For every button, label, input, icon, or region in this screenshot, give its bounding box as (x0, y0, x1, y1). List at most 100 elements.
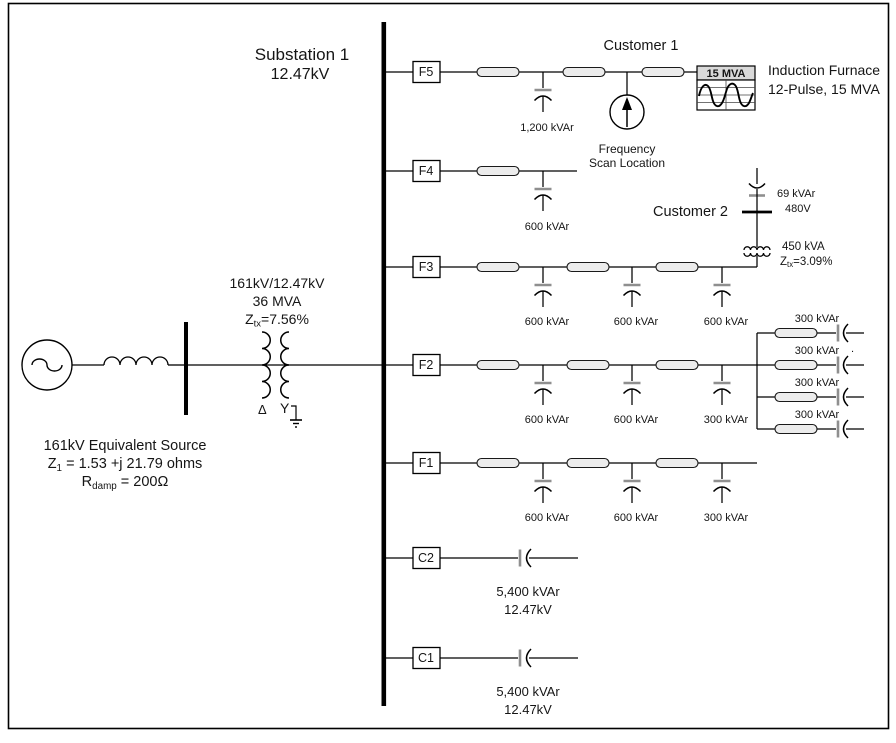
line-impedance-icon (476, 457, 520, 469)
substation-bus-bar (381, 22, 387, 706)
line-impedance-icon (476, 261, 520, 273)
feeder-box-f4 (412, 159, 441, 183)
customer1-name: Customer 1 (603, 38, 679, 54)
feeder-f2-capacitors (533, 365, 732, 405)
c2-cap-rating: 5,400 kVAr (496, 584, 560, 599)
source-circuit-lines (72, 356, 384, 366)
customer2-lv-voltage: 480V (785, 203, 811, 215)
source-bus-bar (184, 322, 188, 415)
z-subscript: 1 (56, 462, 63, 474)
substation-name: Substation 1 (254, 45, 350, 64)
branch-group (756, 323, 864, 439)
customer2-branch (742, 168, 772, 267)
source-impedance: Z1 = 1.53 +j 21.79 ohms (48, 456, 203, 474)
cap-label-f1-1: 600 kVAr (524, 512, 570, 524)
z-symbol: Z (780, 256, 788, 268)
series-capacitor-icon (836, 387, 849, 407)
branch-row (757, 323, 864, 343)
z-value: = 1.53 +j 21.79 ohms (62, 456, 203, 472)
feeder-label-f3: F3 (418, 260, 434, 274)
branch-cap-label-3: 300 kVAr (794, 377, 840, 389)
transformer-primary-winding (261, 331, 271, 399)
distorted-waveform-icon (698, 82, 754, 108)
z-subscript: tx (787, 260, 794, 270)
feeder-box-f5 (412, 60, 441, 84)
cap-label-f2-2: 600 kVAr (613, 414, 659, 426)
line-impedance-icon (476, 165, 520, 177)
cap-label-f2-1: 600 kVAr (524, 414, 570, 426)
line-impedance-icon (476, 66, 520, 78)
feeder-label-c1: C1 (418, 651, 434, 665)
substation-voltage: 12.47kV (270, 66, 330, 83)
feeder-boxes (412, 60, 441, 670)
transformer-impedance: Ztx=7.56% (245, 311, 309, 330)
series-capacitor-icon (836, 323, 849, 343)
line-impedance-icon (774, 391, 818, 403)
main-transformer-icon (261, 331, 290, 399)
shunt-capacitor-icon (533, 267, 553, 307)
feeder-f5-line-impedances (476, 66, 685, 78)
shunt-capacitor-icon (622, 463, 642, 503)
transformer-secondary-winding (280, 331, 290, 399)
scan-location-line1: Frequency (598, 142, 656, 156)
ground-icon (290, 405, 302, 428)
feeder-box-c1 (412, 646, 441, 670)
delta-symbol: Δ (258, 402, 267, 417)
feeder-f2-line-impedances (476, 359, 699, 371)
branch-row (757, 419, 864, 439)
feeder-box-f2 (412, 353, 441, 377)
line-impedance-icon (655, 261, 699, 273)
z-value: =3.09% (793, 256, 833, 268)
cap-label-f5-1: 1,200 kVAr (520, 122, 574, 134)
cap-label-f4-1: 600 kVAr (524, 221, 570, 233)
feeder-label-f5: F5 (418, 65, 434, 79)
up-arrow-icon (622, 97, 632, 110)
inductor-icon (103, 356, 169, 366)
shunt-capacitor-icon (533, 463, 553, 503)
line-impedance-icon (476, 359, 520, 371)
shunt-capacitor-icon (533, 72, 553, 112)
line-impedance-icon (655, 457, 699, 469)
scan-location-line2: Scan Location (588, 156, 666, 170)
r-subscript: damp (92, 480, 117, 492)
transformer-mva: 36 MVA (252, 293, 302, 309)
series-capacitor-icon (518, 648, 532, 668)
shunt-capacitor-icon (533, 171, 553, 211)
c1-cap-voltage: 12.47kV (504, 702, 552, 717)
series-capacitor-icon (836, 419, 849, 439)
cap-label-f3-1: 600 kVAr (524, 316, 570, 328)
feeder-box-f3 (412, 255, 441, 279)
branch-cap-label-2: 300 kVAr (794, 345, 840, 357)
customer2-transformer-icon (743, 246, 771, 257)
transformer-ratio: 161kV/12.47kV (229, 275, 325, 291)
line-impedance-icon (774, 359, 818, 371)
shunt-capacitor-icon (712, 463, 732, 503)
feeder-f1-capacitors (533, 463, 732, 503)
shunt-capacitor-icon (533, 365, 553, 405)
furnace-rating-label: 15 MVA (706, 68, 746, 80)
customer2-tx-rating: 450 kVA (782, 241, 825, 253)
c2-cap-voltage: 12.47kV (504, 602, 552, 617)
feeder-label-f1: F1 (418, 456, 434, 470)
shunt-capacitor-icon (622, 267, 642, 307)
feeder-label-c2: C2 (418, 551, 434, 565)
cap-label-f3-2: 600 kVAr (613, 316, 659, 328)
feeder-f1-line-impedances (476, 457, 699, 469)
feeder-f3-capacitors (533, 267, 732, 307)
branch-cap-label-4: 300 kVAr (794, 409, 840, 421)
furnace-subtitle: 12-Pulse, 15 MVA (768, 81, 880, 97)
z-value: =7.56% (261, 311, 309, 327)
line-impedance-icon (566, 457, 610, 469)
customer2-name: Customer 2 (653, 204, 728, 220)
r-symbol: R (81, 474, 93, 490)
line-impedance-icon (641, 66, 685, 78)
line-impedance-icon (655, 359, 699, 371)
shunt-capacitor-icon (712, 365, 732, 405)
customer2-tx-impedance: Ztx=3.09% (780, 256, 832, 270)
cap-label-f1-3: 300 kVAr (703, 512, 749, 524)
feeder-f3-line-impedances (476, 261, 699, 273)
feeder-box-f1 (412, 451, 441, 475)
customer2-cap-label: 69 kVAr (777, 188, 816, 200)
